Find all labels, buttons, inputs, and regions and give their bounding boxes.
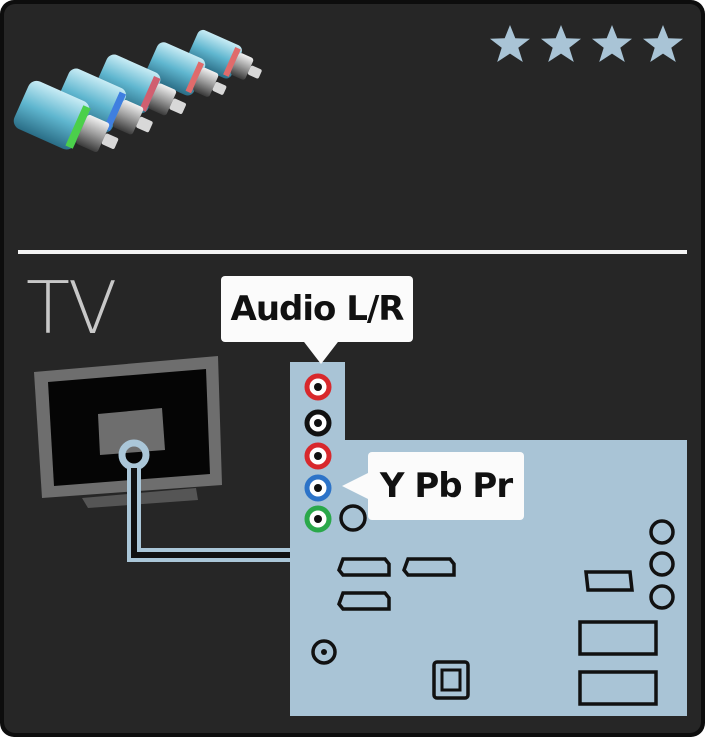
star-icon: [488, 24, 532, 64]
audio-callout: Audio L/R: [221, 276, 413, 342]
tv-rear-panel: [290, 362, 687, 716]
star-icon: [590, 24, 634, 64]
device-label: TV: [26, 272, 115, 344]
component-callout: Y Pb Pr: [368, 452, 524, 520]
star-icon: [641, 24, 685, 64]
rating-stars: [488, 24, 685, 64]
star-icon: [539, 24, 583, 64]
divider-line: [18, 250, 687, 254]
